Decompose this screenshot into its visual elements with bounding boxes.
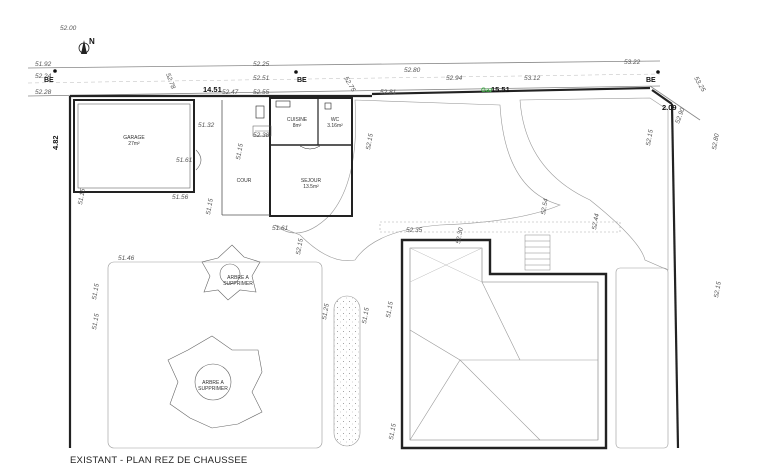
garden-areas: [107, 97, 669, 449]
tree-1-label-1: ARBRE A: [227, 275, 249, 281]
wc-name: WC: [331, 117, 340, 123]
be-label-3: BE: [646, 77, 656, 84]
elevation-label: 52.44: [591, 213, 601, 231]
north-arrow-icon: N: [78, 37, 95, 54]
cuisine-area: 8m²: [293, 123, 302, 129]
stairs: [524, 234, 551, 271]
elevation-label: 51.15: [77, 188, 87, 206]
elevation-label: 52.47: [222, 89, 239, 96]
tree-2-label-1: ARBRE A: [202, 380, 224, 386]
neighbour-house: [400, 238, 608, 450]
courtyard: [221, 100, 272, 216]
elevation-label: 52.15: [645, 129, 655, 147]
street-edge: [27, 60, 701, 121]
elevation-label: 52.15: [365, 133, 375, 151]
elevation-label: 51.15: [91, 313, 101, 331]
wc-area: 3.16m²: [327, 123, 343, 129]
elevation-label: 51.25: [321, 303, 331, 321]
elevation-label: 52.51: [253, 75, 270, 82]
sejour-area: 13.5m²: [303, 184, 319, 190]
elevation-label: 52.00: [60, 25, 77, 32]
elevation-label: 52.78: [164, 72, 176, 90]
gas-value: 15.51: [491, 85, 510, 94]
north-label: N: [89, 37, 95, 46]
elevation-labels: 52.00 51.92 52.24 52.28 52.78 52.25 52.5…: [35, 25, 723, 440]
dimension-1: 14.51: [203, 85, 222, 94]
tree-2: [167, 335, 263, 429]
elevation-label: 52.15: [713, 281, 723, 299]
be-label-2: BE: [297, 77, 307, 84]
elevation-label: 51.61: [272, 225, 289, 232]
elevation-label: 51.15: [235, 143, 245, 161]
elevation-label: 52.94: [446, 75, 463, 82]
elevation-label: 51.92: [35, 61, 52, 68]
plan-title: EXISTANT - PLAN REZ DE CHAUSSEE: [70, 455, 248, 466]
cour-name: COUR: [237, 178, 252, 184]
garage-name: GARAGE: [123, 135, 145, 141]
elevation-label: 52.81: [380, 89, 397, 96]
dimension-3: 2.09: [662, 103, 677, 112]
dimension-2: 4.82: [51, 135, 60, 150]
cuisine-name: CUISINE: [287, 117, 308, 123]
elevation-label: 52.38: [253, 132, 270, 139]
elevation-label: 51.61: [176, 157, 193, 164]
elevation-label: 51.46: [118, 255, 135, 262]
elevation-label: 53.22: [624, 59, 641, 66]
tree-1-label-2: SUPPRIMER: [223, 281, 253, 287]
tree-1: [201, 244, 261, 301]
elevation-label: 51.15: [205, 198, 215, 216]
elevation-label: 52.30: [455, 227, 465, 245]
elevation-label: 52.24: [35, 73, 52, 80]
elevation-label: 52.80: [711, 133, 721, 151]
be-markers: BE BE BE: [44, 69, 660, 84]
elevation-label: 52.55: [253, 89, 270, 96]
elevation-label: 52.28: [35, 89, 52, 96]
sejour-name: SEJOUR: [301, 178, 322, 184]
elevation-label: 53.12: [524, 75, 541, 82]
be-label-1: BE: [44, 77, 54, 84]
property-boundary: [68, 86, 680, 449]
elevation-label: 52.25: [253, 61, 270, 68]
elevation-label: 51.15: [361, 307, 371, 325]
elevation-label: 52.15: [295, 238, 305, 256]
house-building: [255, 97, 353, 217]
elevation-label: 52.80: [404, 67, 421, 74]
elevation-label: 51.15: [91, 283, 101, 301]
elevation-label: 51.15: [388, 423, 398, 441]
elevation-label: 53.25: [692, 76, 706, 94]
elevation-label: 52.35: [406, 227, 423, 234]
elevation-label: 51.56: [172, 194, 189, 201]
gas-meter: Gaz 15.51: [481, 85, 510, 94]
garage-building: [73, 99, 202, 193]
elevation-label: 51.32: [198, 122, 215, 129]
gas-label: Gaz: [481, 87, 494, 94]
elevation-label: 51.15: [385, 301, 395, 319]
tree-2-label-2: SUPPRIMER: [198, 386, 228, 392]
elevation-label: 52.54: [540, 198, 550, 216]
garage-area: 27m²: [128, 141, 140, 147]
